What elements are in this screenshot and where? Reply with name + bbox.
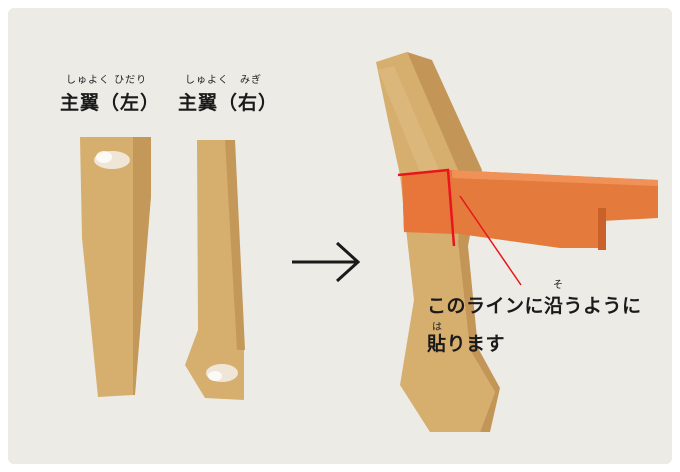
instruction-ruby-so: そ [553, 280, 564, 291]
left-wing-title: 主翼（左） [60, 92, 161, 114]
arrow-right-icon [292, 241, 361, 283]
instruction-ruby-ha: は [432, 322, 443, 333]
right-wing-piece [185, 140, 245, 400]
right-wing-ruby: しゅよく みぎ [185, 75, 262, 86]
left-wing-ruby: しゅよく ひだり [66, 75, 148, 86]
left-wing-piece [80, 137, 151, 397]
instruction-line-1: このラインに沿うように [427, 295, 642, 317]
fuselage-piece [376, 52, 658, 432]
right-wing-title: 主翼（右） [178, 92, 279, 114]
instruction-line-2: 貼ります [427, 333, 506, 355]
